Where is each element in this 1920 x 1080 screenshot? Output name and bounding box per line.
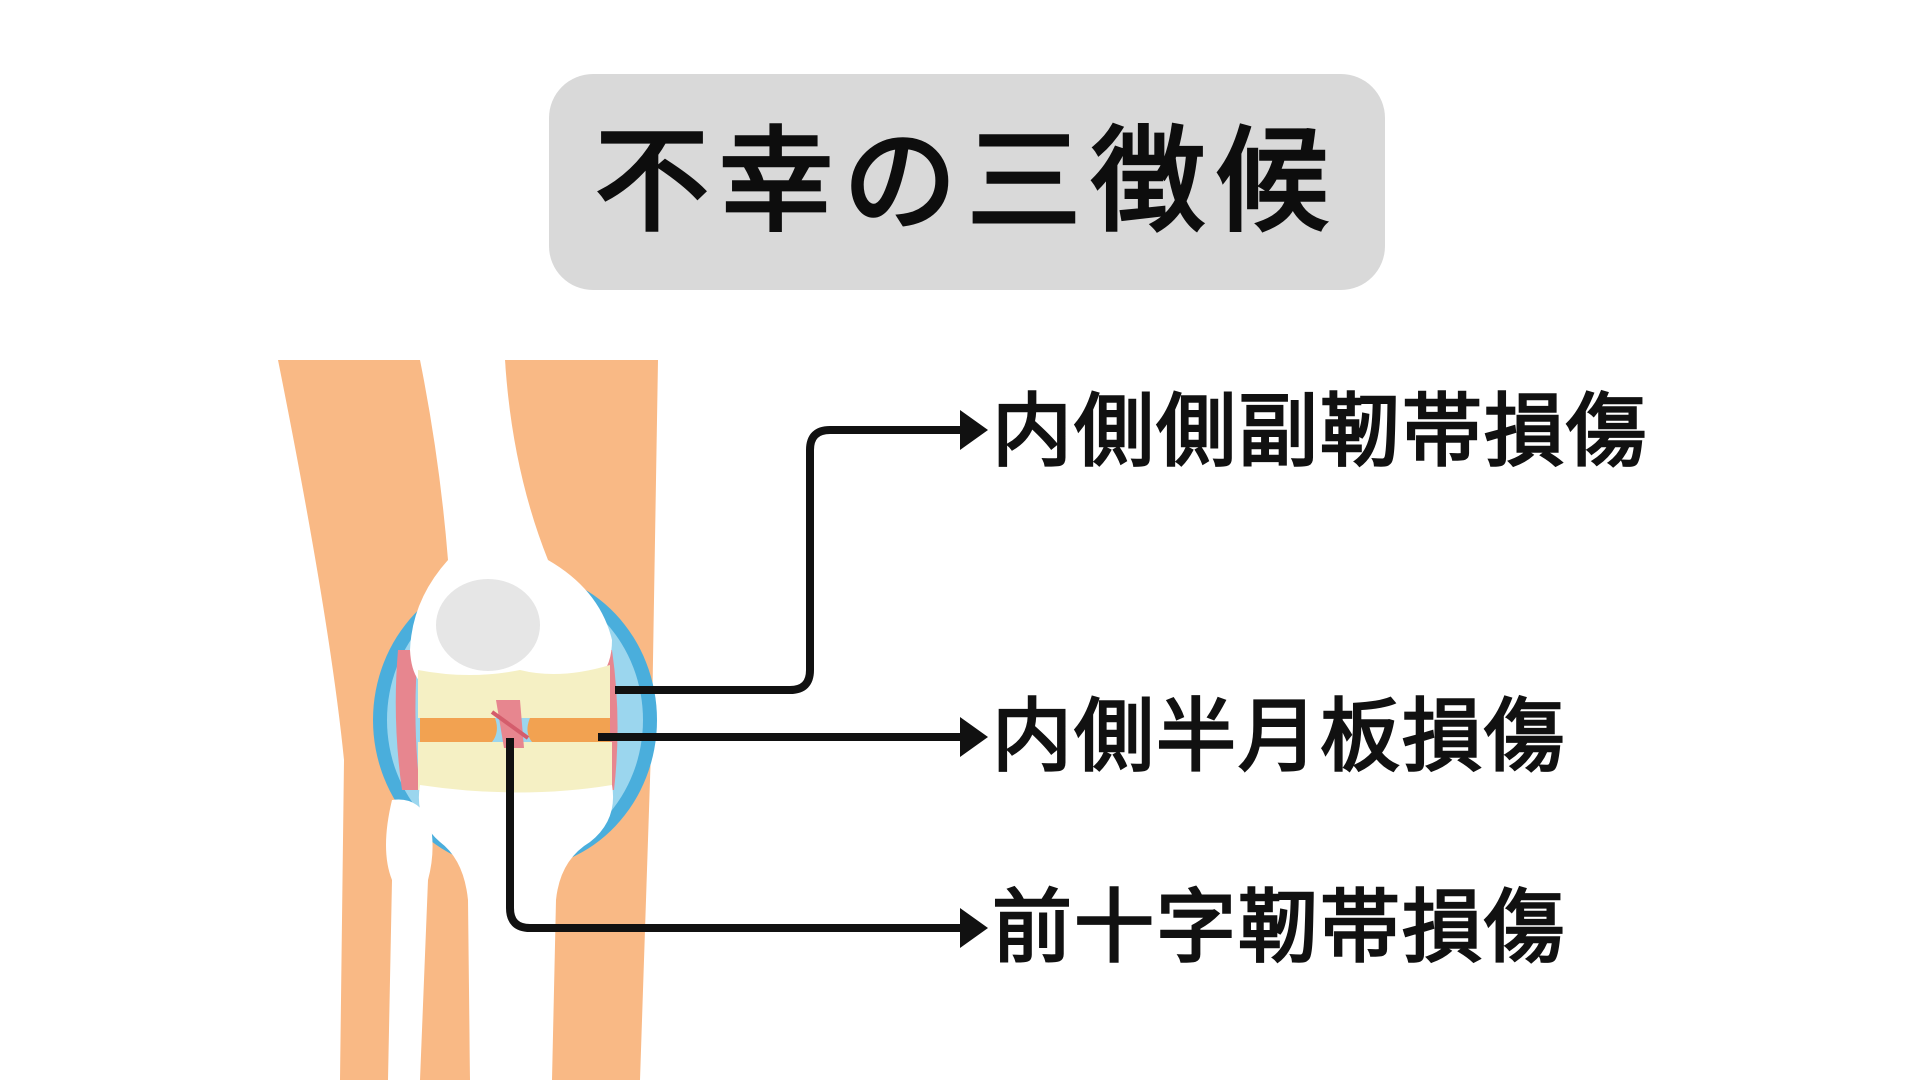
meniscus-right <box>527 718 610 742</box>
arrow-mcl-line <box>615 426 960 694</box>
title-box: 不幸の三徴候 <box>549 74 1385 290</box>
arrow-mcl-head <box>960 410 988 450</box>
label-mcl-injury: 内側側副靭帯損傷 <box>992 385 1648 478</box>
arrow-acl-line <box>506 738 960 932</box>
cartilage-lower <box>418 742 612 796</box>
label-meniscus-injury: 内側半月板損傷 <box>992 690 1566 783</box>
patella <box>436 579 540 671</box>
diagram-title: 不幸の三徴候 <box>594 115 1339 248</box>
arrow-acl-head <box>960 908 988 948</box>
label-acl-injury: 前十字靭帯損傷 <box>992 881 1566 974</box>
tibia <box>418 785 614 1080</box>
cartilage-upper <box>418 665 610 718</box>
arrow-meniscus-head <box>960 717 988 757</box>
meniscus-left <box>420 718 497 742</box>
acl-cross <box>490 710 530 740</box>
fibula <box>386 799 433 1080</box>
ligament-left <box>395 650 420 790</box>
